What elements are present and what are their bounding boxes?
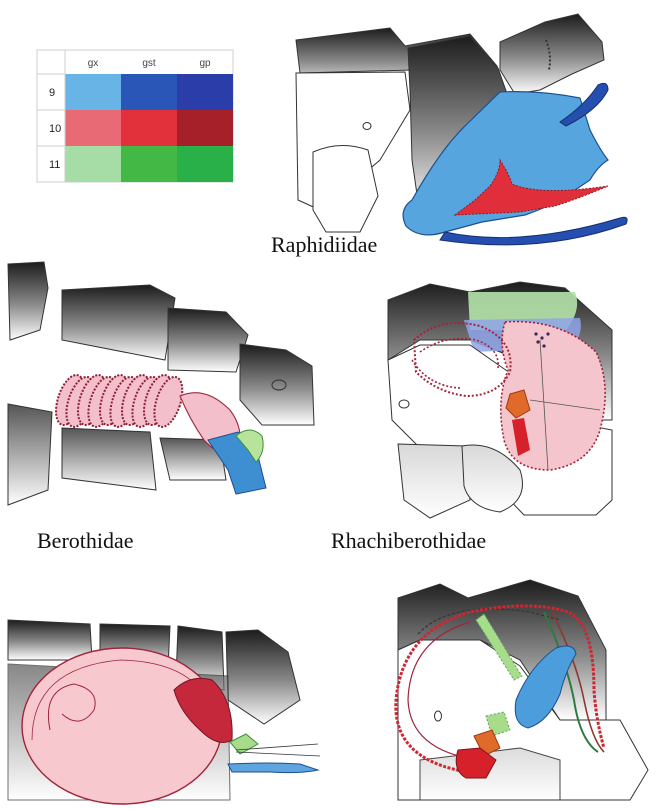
legend-swatch	[65, 110, 121, 146]
panel-raphidiidae: Raphidiidae	[271, 14, 627, 257]
legend-column-header: gst	[142, 58, 156, 69]
spermatheca-body	[22, 648, 222, 804]
spiracle	[363, 123, 371, 130]
legend-row-label: 11	[49, 159, 60, 171]
caption-rhachiberothidae: Rhachiberothidae	[331, 528, 486, 553]
gonapophysis-9	[228, 763, 318, 773]
caption-raphidiidae: Raphidiidae	[271, 232, 377, 257]
tergite-shape	[62, 285, 175, 360]
tergite-shape	[8, 262, 48, 340]
legend-swatch	[121, 74, 177, 110]
spermatheca-coils	[51, 372, 188, 431]
panel-bottom-left	[8, 620, 320, 804]
sternite-shape	[398, 444, 470, 518]
gonocoxite-11-piece	[230, 734, 258, 754]
legend-swatch	[177, 74, 233, 110]
legend-column-header: gx	[88, 58, 99, 69]
legend-swatch	[121, 110, 177, 146]
tergite-shape	[226, 630, 300, 724]
sternite-shape	[62, 428, 156, 490]
legend-swatch	[121, 146, 177, 182]
legend-row-label: 9	[49, 87, 55, 99]
legend-swatch	[65, 74, 121, 110]
panel-berothidae: Berothidae	[8, 262, 314, 553]
sternite-shape	[313, 145, 378, 232]
legend-swatch	[177, 110, 233, 146]
sternite-shape	[8, 404, 52, 505]
legend-swatch	[65, 146, 121, 182]
panel-bottom-right	[396, 580, 648, 800]
panel-rhachiberothidae: Rhachiberothidae	[331, 282, 612, 553]
caption-berothidae: Berothidae	[37, 528, 134, 553]
legend-swatch	[177, 146, 233, 182]
tergite-shape	[8, 620, 92, 660]
tergite-shape	[168, 308, 248, 372]
color-legend: gx gst gp 9 10 11	[37, 50, 233, 182]
tergite-shape	[240, 344, 314, 425]
tergite-shape	[500, 14, 604, 94]
legend-row-label: 10	[49, 123, 61, 135]
legend-column-header: gp	[199, 58, 211, 69]
